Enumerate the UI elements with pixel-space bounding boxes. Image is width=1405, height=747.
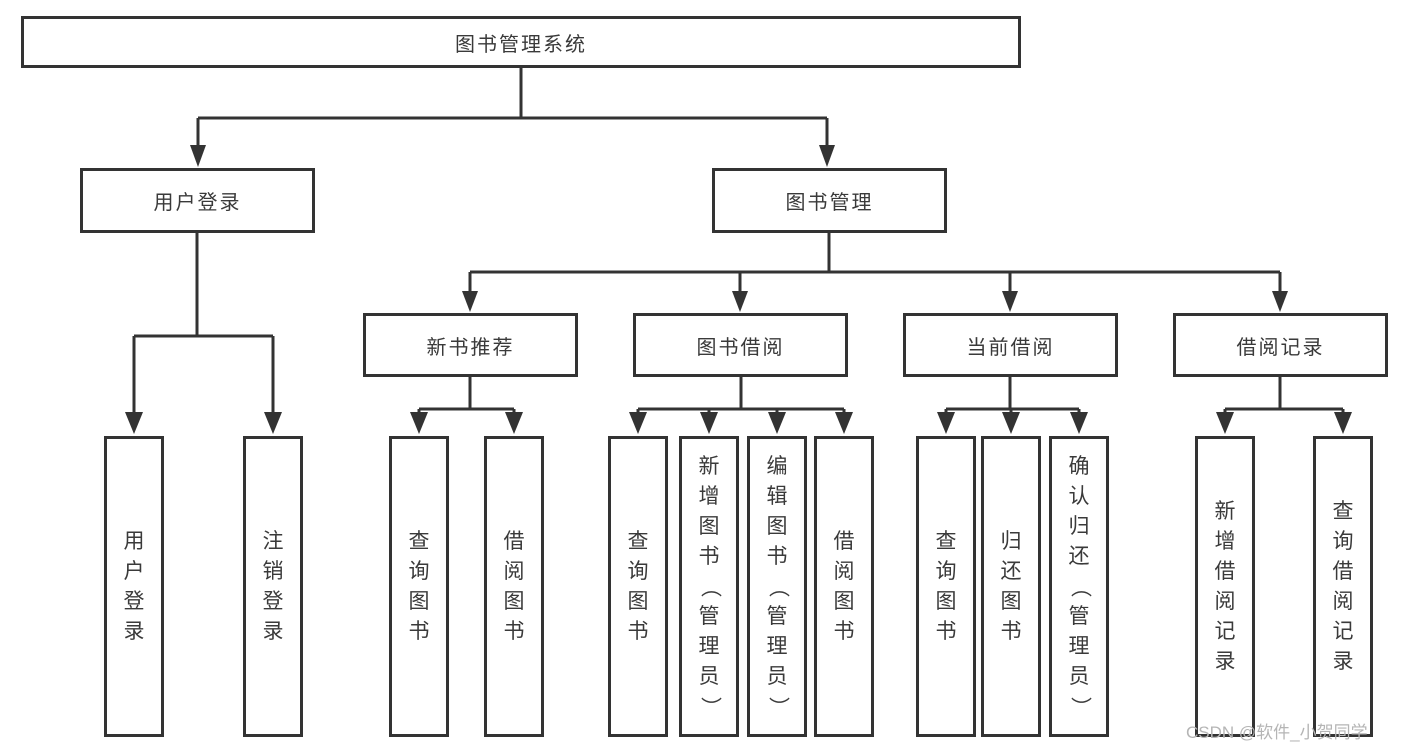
arrowhead (732, 291, 748, 312)
arrowhead (819, 145, 835, 167)
leaf-borrow-books-1: 借阅图书 (484, 436, 544, 737)
leaf-label: 确认归还（管理员） (1068, 454, 1091, 718)
leaf-logout: 注销登录 (243, 436, 303, 737)
node-new-book-recommend: 新书推荐 (363, 313, 578, 377)
arrowhead (190, 145, 206, 167)
connector-user-login-children (125, 233, 282, 434)
arrowhead (1272, 291, 1288, 312)
arrowhead (1216, 412, 1234, 434)
leaf-return-book: 归还图书 (981, 436, 1041, 737)
leaf-edit-book-admin: 编辑图书（管理员） (747, 436, 807, 737)
arrowhead (1070, 412, 1088, 434)
leaf-label: 借阅图书 (503, 529, 525, 643)
leaf-add-book-admin: 新增图书（管理员） (679, 436, 739, 737)
connector-current-borrow-children (937, 377, 1088, 434)
leaf-label: 查询图书 (627, 529, 649, 643)
connector-borrow-record-children (1216, 377, 1352, 434)
leaf-label: 注销登录 (262, 529, 284, 643)
leaf-label: 用户登录 (123, 529, 145, 643)
connector-book-borrow-children (629, 377, 853, 434)
arrowhead (1002, 291, 1018, 312)
node-book-borrow: 图书借阅 (633, 313, 848, 377)
arrowhead (125, 412, 143, 434)
node-borrow-record: 借阅记录 (1173, 313, 1388, 377)
node-current-borrow: 当前借阅 (903, 313, 1118, 377)
watermark: CSDN @软件_小贺同学 (1186, 723, 1368, 742)
leaf-label: 查询图书 (935, 529, 957, 643)
leaf-query-borrow-record: 查询借阅记录 (1313, 436, 1373, 737)
node-root-system: 图书管理系统 (21, 16, 1021, 68)
leaf-label: 查询借阅记录 (1332, 499, 1354, 673)
arrowhead (462, 291, 478, 312)
node-book-management: 图书管理 (712, 168, 947, 233)
leaf-label: 新增图书（管理员） (698, 454, 721, 718)
leaf-borrow-books-2: 借阅图书 (814, 436, 874, 737)
leaf-label: 归还图书 (1000, 529, 1022, 643)
leaf-user-login: 用户登录 (104, 436, 164, 737)
arrowhead (700, 412, 718, 434)
leaf-label: 查询图书 (408, 529, 430, 643)
node-user-login: 用户登录 (80, 168, 315, 233)
leaf-query-books-2: 查询图书 (608, 436, 668, 737)
arrowhead (768, 412, 786, 434)
arrowhead (1334, 412, 1352, 434)
arrowhead (835, 412, 853, 434)
arrowhead (937, 412, 955, 434)
arrowhead (505, 412, 523, 434)
arrowhead (410, 412, 428, 434)
leaf-query-books-3: 查询图书 (916, 436, 976, 737)
leaf-label: 新增借阅记录 (1214, 499, 1236, 673)
leaf-confirm-return-admin: 确认归还（管理员） (1049, 436, 1109, 737)
leaf-label: 借阅图书 (833, 529, 855, 643)
arrowhead (264, 412, 282, 434)
leaf-query-books-1: 查询图书 (389, 436, 449, 737)
connector-book-management-level3 (462, 233, 1288, 312)
arrowhead (629, 412, 647, 434)
connector-root-to-level2 (190, 68, 835, 167)
connector-new-book-children (410, 377, 523, 434)
leaf-label: 编辑图书（管理员） (766, 454, 789, 718)
arrowhead (1002, 412, 1020, 434)
leaf-add-borrow-record: 新增借阅记录 (1195, 436, 1255, 737)
